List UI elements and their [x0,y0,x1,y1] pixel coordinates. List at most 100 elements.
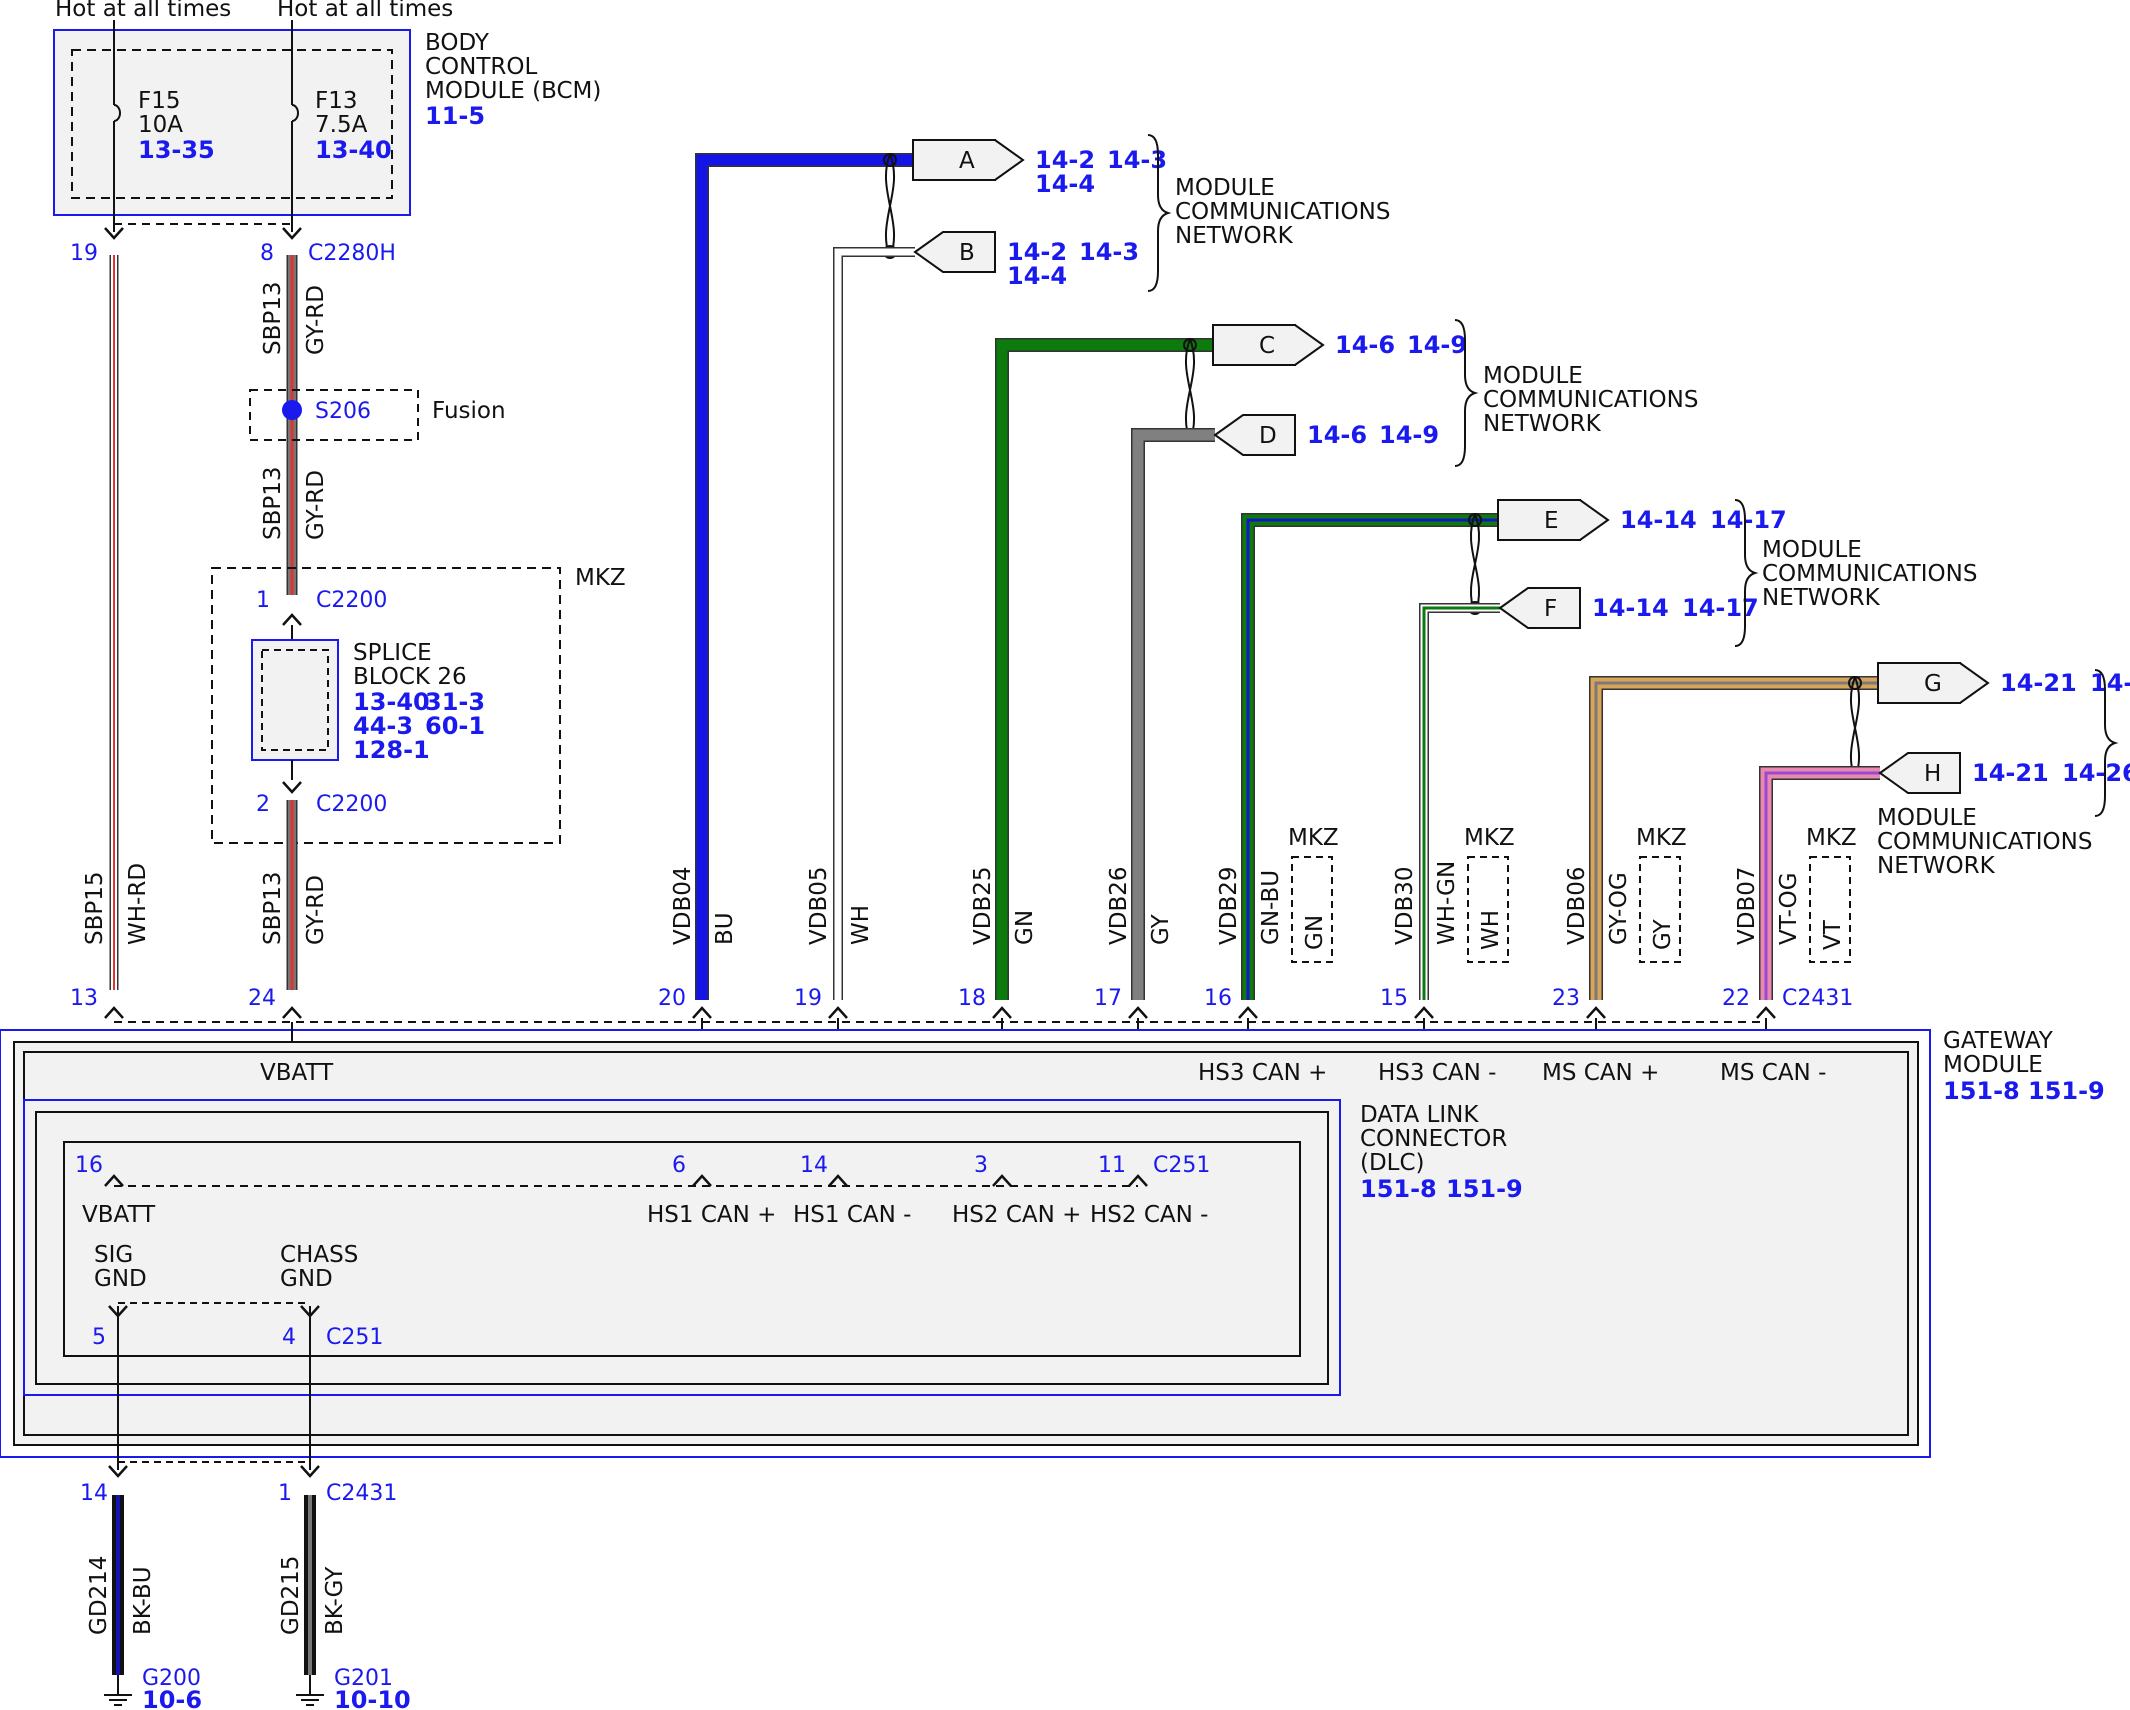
ref-b-2[interactable]: 14-3 [1079,238,1139,266]
connector-c2200-bottom[interactable]: C2200 [316,792,387,817]
connector-c2280h[interactable]: C2280H [308,241,396,266]
bcm-title-2: CONTROL [425,54,538,80]
wire-vdb04[interactable] [695,153,915,1000]
gnd-pin-14: 14 [80,1481,108,1506]
dlc-ref-2[interactable]: 151-9 [1446,1175,1523,1203]
dlc-chass-1: CHASS [280,1242,358,1268]
connector-letter-c: C [1259,333,1275,359]
sb-ref-4[interactable]: 60-1 [425,712,485,740]
fuse-f15-icon [113,104,121,122]
mkz-alt-color: WH [1478,910,1504,950]
gateway-ms-plus: MS CAN + [1542,1060,1659,1086]
splice-s206-dot[interactable] [282,400,302,420]
ref-b-1[interactable]: 14-2 [1007,238,1067,266]
g200-label[interactable]: G200 [142,1666,201,1691]
dlc-pin-3: 3 [974,1153,988,1178]
ref-b-3[interactable]: 14-4 [1007,262,1067,290]
wire-vdb29[interactable] [1241,513,1500,1000]
dlc-box[interactable] [63,1141,1301,1357]
wire-vdb05[interactable] [833,247,915,1000]
pin-arrow-icon [1238,1006,1258,1019]
mcn-3-line-2: COMMUNICATIONS [1762,561,1977,587]
bcm-ref[interactable]: 11-5 [425,102,485,130]
f15-ref[interactable]: 13-35 [138,136,215,164]
dlc-hs1-plus: HS1 CAN + [647,1202,776,1228]
g201-label[interactable]: G201 [334,1666,393,1691]
gateway-ref-2[interactable]: 151-9 [2028,1077,2105,1105]
sb-ref-5[interactable]: 128-1 [353,736,430,764]
ref-d-1[interactable]: 14-6 [1307,421,1367,449]
wire-vdb06[interactable] [1589,676,1880,1000]
dlc-pin-16: 16 [75,1153,103,1178]
connector-c2200-top[interactable]: C2200 [316,588,387,613]
ref-h-1[interactable]: 14-21 [1972,759,2049,787]
ref-e-2[interactable]: 14-17 [1710,506,1787,534]
mcn-4-line-2: COMMUNICATIONS [1877,829,2092,855]
pin-19: 19 [794,986,822,1011]
connector-c[interactable]: C 14-6 14-9 [1212,324,1467,366]
sb-ref-3[interactable]: 44-3 [353,712,413,740]
ref-d-2[interactable]: 14-9 [1379,421,1439,449]
dlc-connector-c251[interactable]: C251 [1153,1153,1210,1178]
gateway-hs3-plus: HS3 CAN + [1198,1060,1327,1086]
ref-e-1[interactable]: 14-14 [1620,506,1697,534]
mcn-1-line-2: COMMUNICATIONS [1175,199,1390,225]
gnd-pin-1: 1 [278,1481,292,1506]
g201-ref[interactable]: 10-10 [334,1686,411,1710]
wire-vdb25[interactable] [995,338,1215,1000]
dlc-chass-2: GND [280,1266,333,1292]
fuse-f13-icon [291,104,299,122]
mkz-alt-label: MKZ [1288,825,1339,851]
circuit-vdb06: VDB06 [1564,867,1590,946]
sb-ref-1[interactable]: 13-40 [353,688,430,716]
gateway-module-box[interactable] [13,1041,1919,1446]
mcn-brace-2 [1454,319,1479,467]
pin-arrow-icon [1586,1006,1606,1019]
dlc-sig-1: SIG [94,1242,133,1268]
gateway-ref-1[interactable]: 151-8 [1943,1077,2020,1105]
ref-g-1[interactable]: 14-21 [2000,669,2077,697]
dlc-hs2-minus: HS2 CAN - [1090,1202,1208,1228]
wire-vdb07[interactable] [1759,766,1880,1000]
mcn-3-line-3: NETWORK [1762,585,1881,611]
wire-vdb30[interactable] [1419,603,1500,1000]
g200-ref[interactable]: 10-6 [142,1686,202,1710]
color-vdb30: WH-GN [1434,861,1460,945]
color-vdb04: BU [712,912,738,945]
f13-ref[interactable]: 13-40 [315,136,392,164]
ref-a-3[interactable]: 14-4 [1035,170,1095,198]
ref-a-1[interactable]: 14-2 [1035,146,1095,174]
ref-c-2[interactable]: 14-9 [1407,331,1467,359]
wire-vdb26[interactable] [1131,428,1215,1000]
splice-id[interactable]: S206 [315,399,371,424]
twisted-pair-icon [1183,338,1197,442]
ref-h-2[interactable]: 14-26 [2062,759,2130,787]
ref-c-1[interactable]: 14-6 [1335,331,1395,359]
ref-g-2[interactable]: 14-26 [2090,669,2130,697]
dlc-connector-c251-b[interactable]: C251 [326,1325,383,1350]
f13-rating: 7.5A [315,112,368,138]
dlc-ref-1[interactable]: 151-8 [1360,1175,1437,1203]
ref-f-1[interactable]: 14-14 [1592,594,1669,622]
gnd-connector-c2431[interactable]: C2431 [326,1481,397,1506]
f15-rating: 10A [138,112,183,138]
pin-arrow-icon [1414,1006,1434,1019]
connector-c2431-top[interactable]: C2431 [1782,986,1853,1011]
sb-ref-2[interactable]: 31-3 [425,688,485,716]
f15-name: F15 [138,88,181,114]
gateway-ms-minus: MS CAN - [1720,1060,1826,1086]
pin-23: 23 [1552,986,1580,1011]
splice-block-26[interactable] [251,639,339,761]
ref-f-2[interactable]: 14-17 [1682,594,1759,622]
pin-22: 22 [1722,986,1750,1011]
gd215-color: BK-GY [322,1566,348,1635]
gateway-vbatt: VBATT [260,1060,334,1086]
